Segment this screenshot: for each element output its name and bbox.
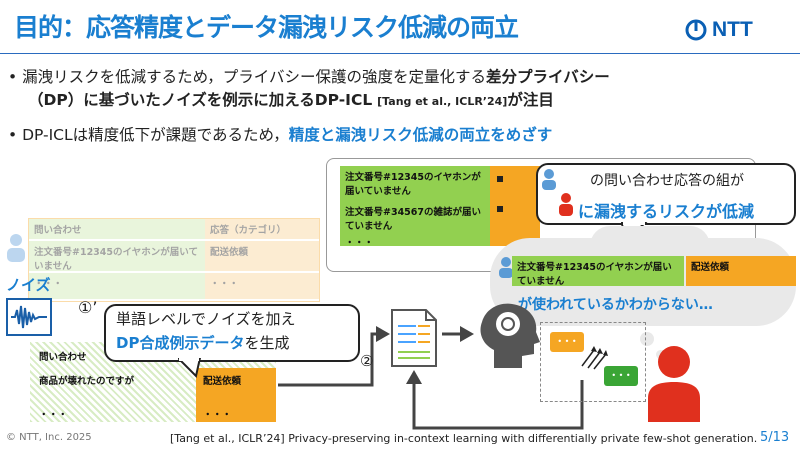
synth-line1: 単語レベルでノイズを加え bbox=[116, 310, 296, 328]
cloud-text: が使われているかわからない… bbox=[518, 297, 713, 313]
flow-arrows bbox=[278, 326, 584, 430]
document-icon bbox=[391, 309, 437, 367]
synth-row-query: 商品が壊れたのですが bbox=[39, 376, 135, 387]
step-1: ①’ bbox=[78, 298, 98, 317]
right-table-green bbox=[340, 166, 490, 246]
leak-bubble bbox=[536, 163, 796, 225]
ai-brain-icon bbox=[480, 303, 540, 368]
noise-wave-icon bbox=[6, 298, 52, 336]
cloud-row-query: 注文番号#12345のイヤホンが届いていません bbox=[512, 256, 684, 287]
right-row-2: 注文番号#34567の雑誌が届いていません bbox=[345, 207, 482, 232]
right-row-1: 注文番号#12345のイヤホンが届いていません bbox=[345, 172, 481, 197]
synth-dots-2: ・・・ bbox=[203, 410, 232, 421]
ntt-logo-icon bbox=[685, 19, 707, 41]
person-blue-icon bbox=[499, 257, 513, 278]
noise-label: ノイズ bbox=[6, 276, 51, 294]
person-red-icon bbox=[648, 346, 700, 422]
page-number: 5/13 bbox=[760, 430, 790, 445]
chat-green-icon: • • • bbox=[604, 366, 638, 386]
persons-icon bbox=[542, 169, 573, 216]
synth-line2: DP合成例示データを生成 bbox=[116, 334, 290, 352]
leak-line2: に漏洩するリスクが低減 bbox=[578, 202, 755, 221]
left-table: 問い合わせ 応答（カテゴリ） 注文番号#12345のイヤホンが届いていません 配… bbox=[28, 218, 320, 302]
leak-line1: の問い合わせ応答の組が bbox=[590, 173, 744, 189]
logo-text: NTT bbox=[712, 18, 753, 41]
bullet-1-line2: （DP）に基づいたノイズを例示に加えるDP-ICL [Tang et al., … bbox=[28, 91, 554, 109]
synth-row-answer: 配送依頼 bbox=[203, 376, 242, 387]
person-faded-icon bbox=[7, 234, 25, 262]
page-title: 目的：応答精度とデータ漏洩リスク低減の両立 bbox=[14, 13, 519, 42]
copyright: © NTT, Inc. 2025 bbox=[6, 432, 92, 443]
chat-box bbox=[540, 322, 646, 402]
footer-citation: [Tang et al., ICLR’24] Privacy-preservin… bbox=[170, 432, 758, 445]
chat-orange-icon: • • • bbox=[550, 332, 584, 352]
right-row-dots: ・・・ bbox=[345, 238, 374, 249]
bullet-1: • 漏洩リスクを低減するため，プライバシー保護の強度を定量化する差分プライバシー bbox=[8, 68, 610, 86]
synth-header: 問い合わせ bbox=[39, 352, 87, 363]
ntt-logo: NTT bbox=[684, 18, 753, 42]
title-rule bbox=[0, 53, 800, 54]
step-2: ② bbox=[360, 352, 374, 370]
upward-arrows-icon bbox=[581, 346, 608, 370]
bullet-2: • DP-ICLは精度低下が課題であるため，精度と漏洩リスク低減の両立をめざす bbox=[8, 126, 553, 144]
cloud-row-answer: 配送依頼 bbox=[686, 256, 796, 286]
synth-bubble bbox=[104, 304, 360, 362]
synth-dots-1: ・・・ bbox=[39, 410, 68, 421]
